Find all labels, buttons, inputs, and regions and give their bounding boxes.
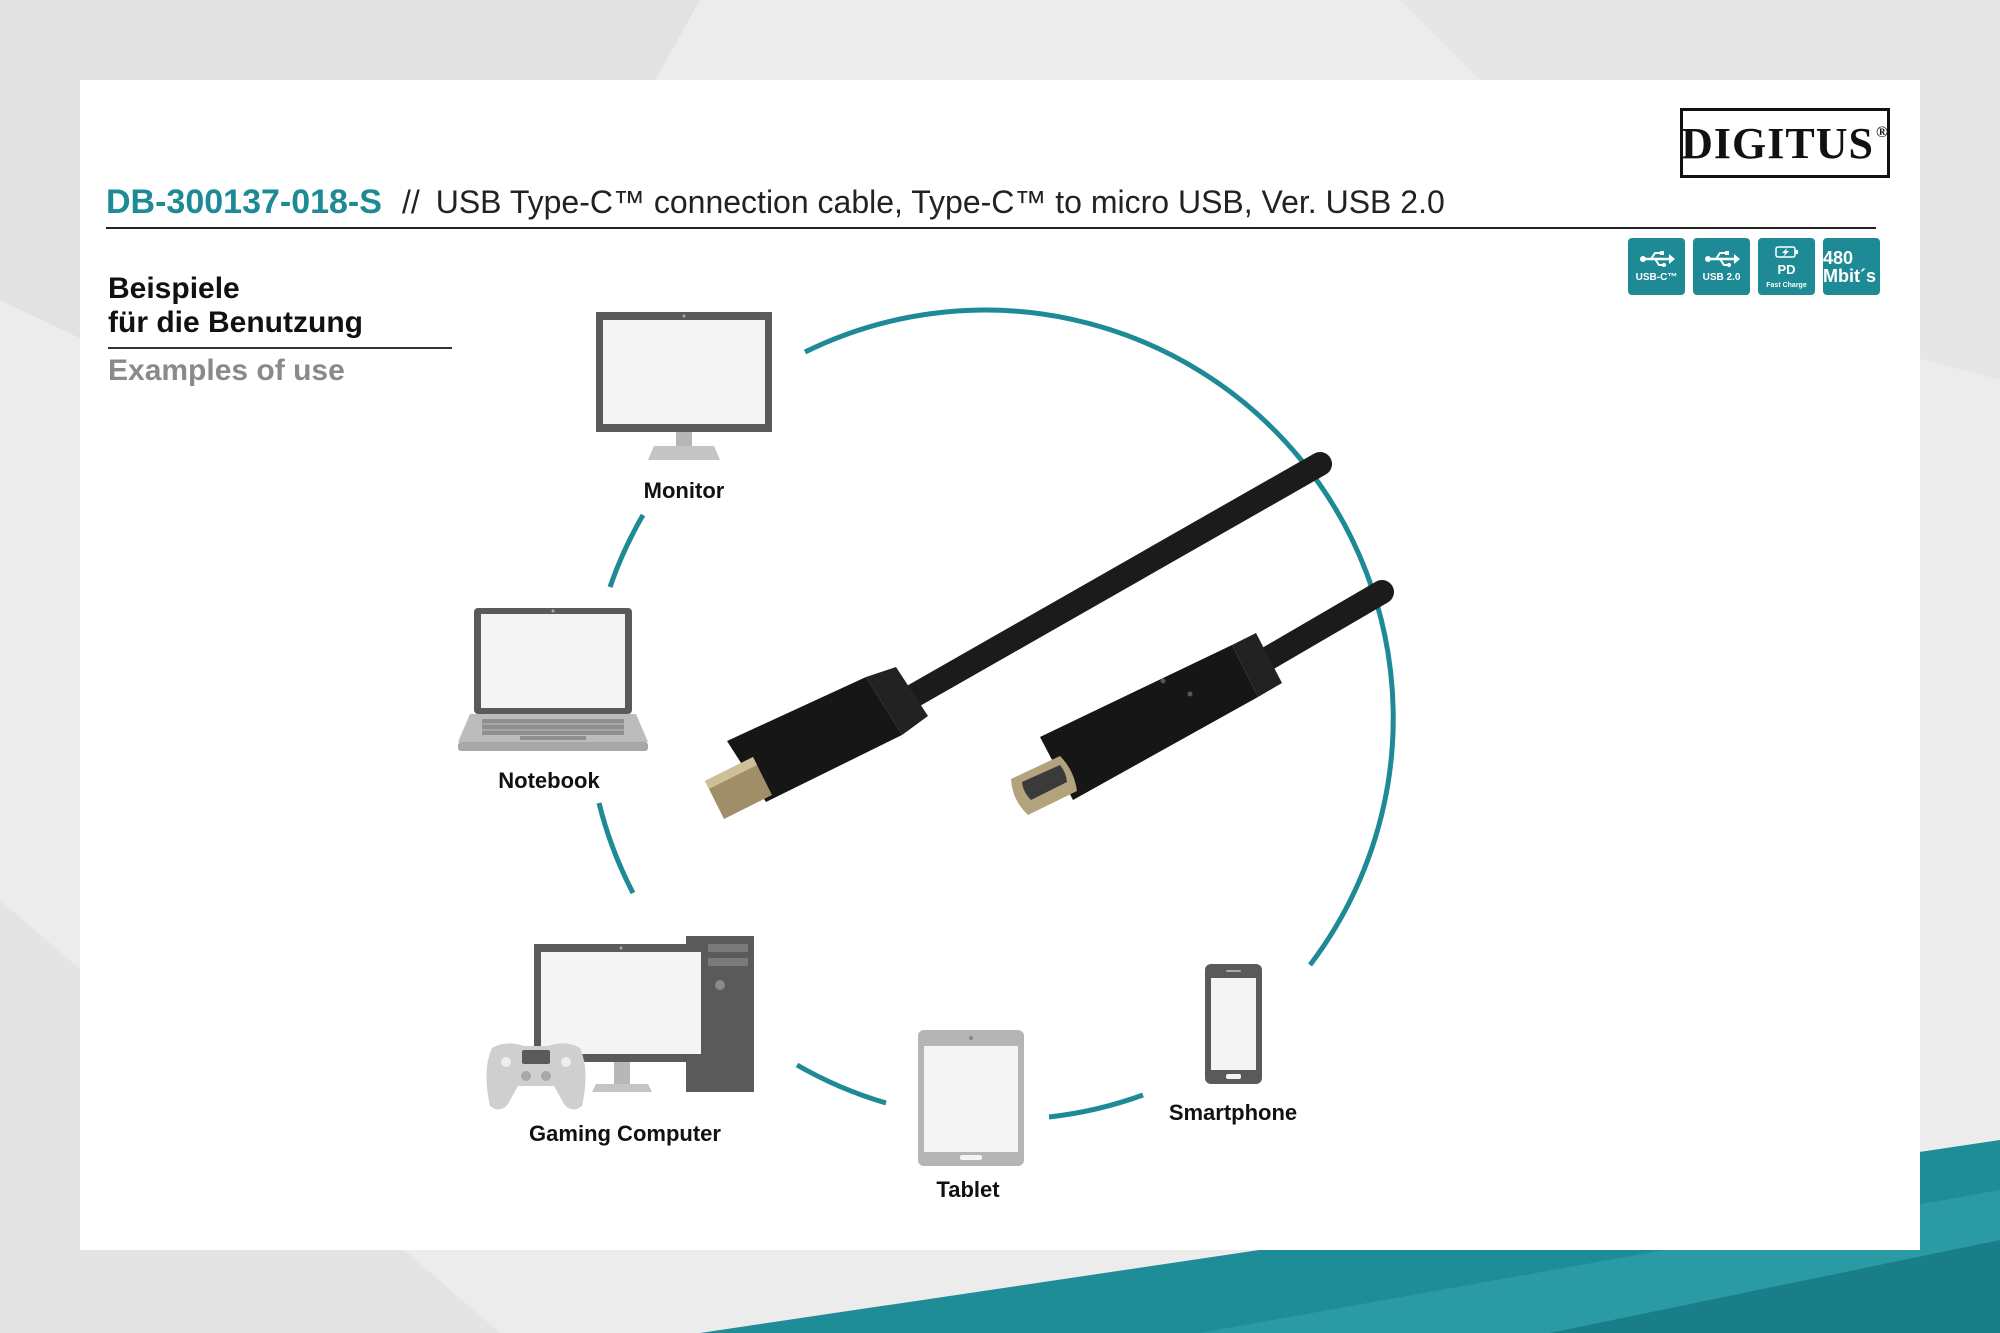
title-separator: // — [401, 184, 420, 220]
smartphone-icon — [1205, 964, 1262, 1084]
notebook-icon — [458, 608, 648, 751]
usb-icon — [1639, 251, 1675, 267]
product-code: DB-300137-018-S — [106, 183, 382, 221]
device-label-monitor: Monitor — [643, 478, 725, 503]
connection-circle — [596, 307, 1396, 1120]
heading-divider — [108, 347, 452, 349]
device-label-gaming-computer: Gaming Computer — [529, 1121, 721, 1146]
product-title-row: DB-300137-018-S // USB Type-C™ connection … — [106, 183, 1876, 229]
gaming-computer-icon — [486, 936, 754, 1110]
device-label-smartphone: Smartphone — [1168, 1100, 1298, 1125]
usage-heading-en: Examples of use — [108, 354, 345, 387]
product-title: USB Type-C™ connection cable, Type-C™ to… — [435, 184, 1445, 220]
battery-bolt-icon — [1774, 245, 1798, 258]
usb-c-connector — [1011, 580, 1394, 815]
badge-480-mbits: 480 Mbit´s — [1823, 238, 1880, 295]
badge-usb-c: USB-C™ — [1628, 238, 1685, 295]
badge-power-delivery: PD Fast Charge — [1758, 238, 1815, 295]
device-label-tablet: Tablet — [936, 1177, 1000, 1202]
monitor-icon — [596, 312, 772, 460]
badge-usb-2: USB 2.0 — [1693, 238, 1750, 295]
digitus-logo: DIGITUS® — [1680, 108, 1890, 178]
feature-badges: USB-C™ USB 2.0 PD Fast Charge 480 Mbit´s — [1628, 238, 1880, 295]
usage-heading-de: Beispiele für die Benutzung — [108, 272, 363, 339]
usb-icon — [1704, 251, 1740, 267]
tablet-icon — [918, 1030, 1024, 1166]
device-label-notebook: Notebook — [498, 768, 600, 793]
micro-usb-connector — [705, 452, 1332, 819]
